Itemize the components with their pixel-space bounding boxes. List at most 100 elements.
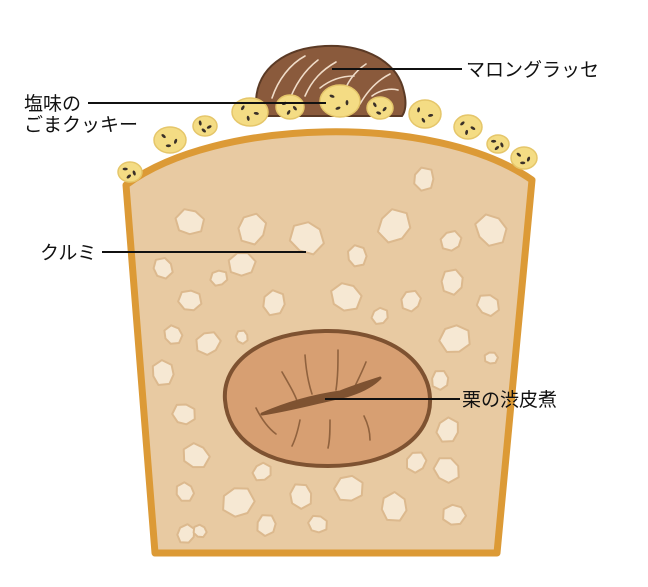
sesame-seed [428,113,434,117]
walnut-piece [151,359,175,386]
walnut-piece [483,351,499,365]
sesame-seed [126,174,131,179]
sesame-seed [516,152,521,157]
walnut-piece [413,166,435,192]
sesame-seed [286,110,291,115]
walnut-piece [251,461,272,482]
walnut-piece [406,451,428,474]
walnut-piece [438,324,471,353]
sesame-seed [345,99,349,106]
walnut-piece [177,289,203,312]
marron-glace-texture-line [371,88,399,97]
walnut-piece [163,324,184,345]
walnut-piece [435,416,459,443]
marron-glace-texture-line [304,61,337,97]
walnut-piece [192,523,208,539]
sesame-seed [201,128,206,133]
sesame-seed [161,134,166,139]
walnut-piece [440,268,464,296]
walnut-piece [227,252,257,277]
label-cookie-line2: ごまクッキー [24,114,138,136]
sesame-seed [417,107,421,113]
sesame-seed [206,125,212,129]
walnut-piece [288,221,325,256]
sesame-seed [132,170,136,176]
sesame-seed [421,117,426,123]
sesame-cookie-crumb [486,134,510,154]
sesame-cookie-crumb [153,126,187,154]
marron-glace-texture-line [359,73,391,105]
sesame-seed [329,94,335,98]
walnut-piece [152,257,174,280]
sesame-cookie-crumb [319,84,361,118]
marron-glace-texture-line [271,55,306,99]
walnut-piece [176,523,196,544]
walnut-piece [182,442,211,469]
sesame-seed [465,129,469,135]
walnut-piece [474,213,508,247]
sesame-seed [373,102,377,108]
sesame-cookie-crumb [366,96,394,120]
sesame-seed [253,111,259,115]
walnut-piece [234,329,249,345]
label-marron-glace: マロングラッセ [466,59,599,81]
walnut-piece [431,370,450,391]
sesame-seed [292,106,297,111]
sesame-seed [500,142,504,148]
walnut-piece [209,269,229,287]
sesame-seed [460,121,465,126]
sesame-seed [122,167,128,171]
chestnut-skin-streak [281,371,299,405]
sesame-seed [470,126,476,130]
label-cookie-line1: 塩味の [24,93,81,115]
sesame-cookie-crumb [408,99,442,129]
walnut-piece [330,282,363,312]
label-chestnut: 栗の渋皮煮 [462,389,557,411]
walnut-piece [380,491,408,522]
walnut-piece [333,474,364,502]
sesame-seed [491,139,497,143]
sesame-seed [241,105,245,111]
walnut-pieces [151,166,508,544]
walnut-piece [195,331,222,356]
walnut-piece [237,212,268,246]
sesame-seed [198,120,202,126]
sesame-cookie-crumb [275,94,305,120]
marron-glace-texture-line [319,75,355,89]
walnut-piece [222,487,256,518]
walnut-piece [307,514,328,534]
walnut-piece [256,514,277,537]
walnut-piece [347,244,368,268]
chestnut-skin-streak [353,361,367,389]
sesame-cookie-crumb [510,146,538,170]
sesame-seed [526,156,531,162]
walnut-piece [289,483,313,510]
sesame-cookie-crumb [117,161,143,183]
chestnut-skin-streak [363,415,371,441]
walnut-piece [439,230,463,252]
sesame-seed [520,161,526,165]
chestnut-skin-streak [291,419,301,447]
sesame-seed [382,106,387,112]
chestnut-skin-streak [327,419,331,449]
sesame-seed [376,111,382,115]
sesame-cookie-crumb [453,114,483,140]
sesame-seed [165,144,171,148]
walnut-piece [262,289,286,317]
sesame-cookie-crumbs [117,84,538,183]
walnut-piece [442,503,467,526]
chestnut-skin-streak [255,407,277,435]
walnut-piece [400,289,422,313]
chestnut-skin-streak [304,354,313,395]
walnut-piece [175,481,195,502]
walnut-piece [475,294,500,318]
walnut-piece [376,208,412,244]
walnut-piece [370,306,389,325]
sesame-seed [174,138,178,144]
sesame-cookie-crumb [192,115,218,137]
sesame-cookie-crumb [231,97,269,127]
chestnut-skin-streak [335,349,339,391]
sesame-seed [494,146,500,151]
label-walnut: クルミ [40,242,96,264]
